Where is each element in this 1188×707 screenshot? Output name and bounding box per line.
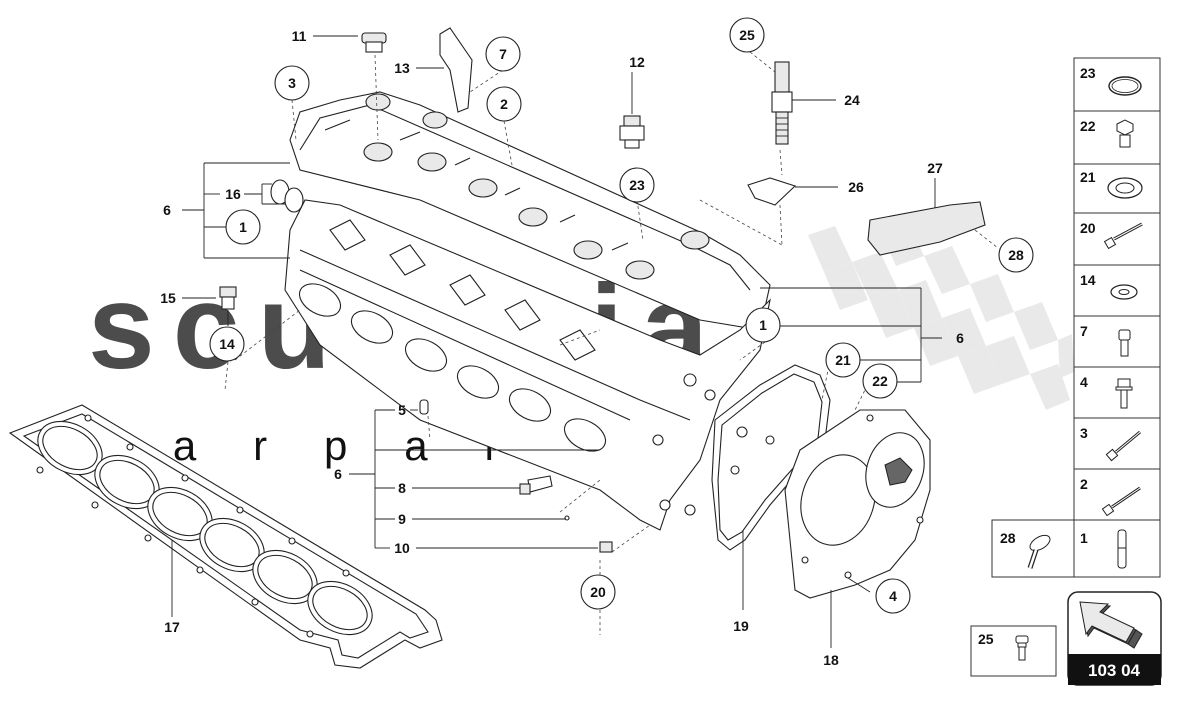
svg-text:22: 22 [1080,118,1096,134]
callout-23[interactable]: 23 [619,167,655,203]
svg-text:1: 1 [239,219,247,235]
small-screw-icon [1015,635,1029,661]
callout-7[interactable]: 7 [485,36,521,72]
label-8[interactable]: 8 [398,480,406,496]
callout-20[interactable]: 20 [580,574,616,610]
callout-4[interactable]: 4 [875,578,911,614]
callout-1-right[interactable]: 1 [745,307,781,343]
timing-case-cover-illustration [784,409,931,599]
svg-text:4: 4 [889,588,897,604]
svg-text:3: 3 [1080,425,1088,441]
label-27[interactable]: 27 [927,160,943,176]
socket-screw-icon [1118,329,1131,357]
table-row-4[interactable]: 4 [1080,374,1133,409]
table-row-20[interactable]: 20 [1080,220,1143,250]
table-row-3[interactable]: 3 [1080,425,1141,462]
timing-cover-gasket-illustration [711,364,831,551]
svg-text:28: 28 [1008,247,1024,263]
label-group: 11 13 12 24 26 27 6 16 15 6 5 6 8 9 10 1… [160,28,964,668]
svg-text:20: 20 [590,584,606,600]
label-6-right[interactable]: 6 [956,330,964,346]
cylinder-head-gasket-illustration [8,404,443,669]
callout-2[interactable]: 2 [486,86,522,122]
callout-21[interactable]: 21 [825,342,861,378]
label-13[interactable]: 13 [394,60,410,76]
svg-text:21: 21 [835,352,851,368]
sealing-ring-icon [1107,177,1143,199]
label-11[interactable]: 11 [292,28,307,44]
svg-text:7: 7 [1080,323,1088,339]
svg-text:14: 14 [1080,272,1096,288]
svg-text:1: 1 [1080,530,1088,546]
small-parts-illustrations [219,27,986,553]
parts-table: 23 22 21 20 14 [991,57,1161,578]
svg-text:25: 25 [978,631,994,647]
svg-text:23: 23 [629,177,645,193]
svg-text:2: 2 [500,96,508,112]
label-12[interactable]: 12 [629,54,645,70]
svg-text:2: 2 [1080,476,1088,492]
svg-text:21: 21 [1080,169,1096,185]
table-row-2[interactable]: 2 [1080,476,1141,517]
label-16[interactable]: 16 [225,186,241,202]
cylinder-head-illustration [284,91,771,531]
washer-icon [1110,284,1138,300]
label-26[interactable]: 26 [848,179,864,195]
label-24[interactable]: 24 [844,92,860,108]
callout-25[interactable]: 25 [729,17,765,53]
table-row-21[interactable]: 21 [1080,169,1143,199]
label-6-upper-left[interactable]: 6 [163,202,171,218]
dowel-pin-icon [1117,529,1127,569]
page-reference-button[interactable]: 103 04 [1067,591,1162,686]
table-cell-1[interactable]: 1 [1080,529,1127,569]
torx-screw-icon [1027,534,1051,569]
callout-22[interactable]: 22 [862,363,898,399]
long-bolt-icon [1103,222,1143,250]
svg-text:23: 23 [1080,65,1096,81]
callout-14[interactable]: 14 [209,326,245,362]
svg-text:28: 28 [1000,530,1016,546]
label-5[interactable]: 5 [398,402,406,418]
page-reference-label: 103 04 [1088,661,1141,680]
bolt-icon [1105,430,1141,462]
leader-lines [171,35,999,648]
label-18[interactable]: 18 [823,652,839,668]
checkered-flag-watermark [808,220,1074,410]
table-row-22[interactable]: 22 [1080,118,1134,148]
hex-plug-icon [1116,119,1134,148]
stud-bolt-icon [1101,486,1141,517]
label-9[interactable]: 9 [398,511,406,527]
svg-text:20: 20 [1080,220,1096,236]
svg-text:14: 14 [219,336,235,352]
label-10[interactable]: 10 [394,540,410,556]
svg-text:1: 1 [759,317,767,333]
label-6-lower[interactable]: 6 [334,466,342,482]
label-17[interactable]: 17 [164,619,180,635]
label-15[interactable]: 15 [160,290,176,306]
o-ring-icon [1108,76,1142,96]
navigation-arrow-icon [1079,601,1143,649]
label-19[interactable]: 19 [733,618,749,634]
table-row-14[interactable]: 14 [1080,272,1138,300]
svg-text:25: 25 [739,27,755,43]
callout-3[interactable]: 3 [274,65,310,101]
svg-text:4: 4 [1080,374,1088,390]
callout-1-upper-left[interactable]: 1 [225,209,261,245]
flange-bolt-icon [1115,378,1133,409]
svg-text:7: 7 [499,46,507,62]
table-cell-28[interactable]: 28 [1000,530,1053,569]
svg-text:3: 3 [288,75,296,91]
table-row-23[interactable]: 23 [1080,65,1142,96]
part-box-25[interactable]: 25 [970,625,1057,677]
svg-text:22: 22 [872,373,888,389]
callout-28[interactable]: 28 [998,237,1034,273]
table-row-7[interactable]: 7 [1080,323,1131,357]
callout-group: 3 7 2 1 14 23 25 28 1 21 22 20 4 [209,17,1034,614]
